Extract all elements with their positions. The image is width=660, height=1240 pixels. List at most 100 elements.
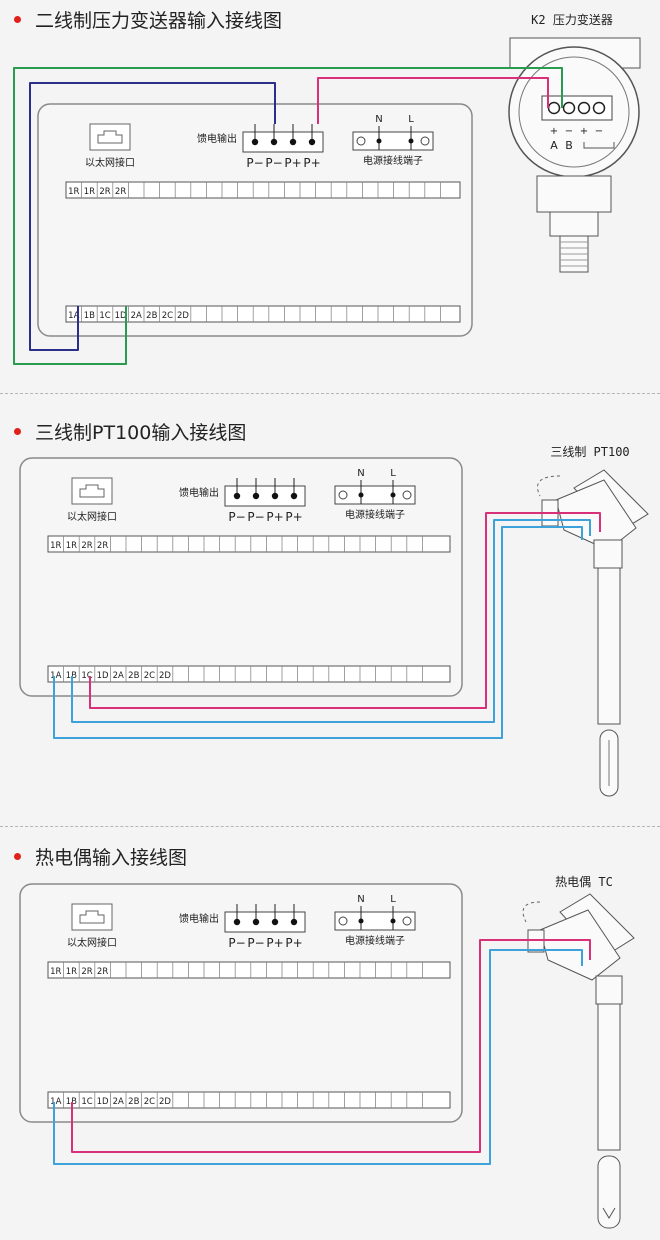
power-terminal-label: N [357, 468, 364, 479]
relay-terminal-strip [47, 961, 451, 979]
relay-terminal-label: 1R [66, 967, 77, 977]
sensor-head [539, 909, 621, 981]
panel-frame [37, 103, 473, 337]
section-divider [0, 393, 660, 394]
input-terminal-label: 2B [128, 1097, 139, 1107]
pt100-sensor: 三线制 PT100 [537, 445, 649, 797]
feed-terminal-label: P− [265, 156, 282, 170]
transmitter-polarity: − [595, 126, 603, 137]
mount-screw-icon [356, 136, 366, 146]
power-label: 电源接线端子 [363, 154, 423, 167]
feed-terminal-screw [252, 492, 260, 500]
junction-mark [602, 1207, 616, 1219]
ethernet-socket-icon [79, 484, 105, 498]
relay-terminal-label: 2R [81, 541, 92, 551]
mount-screw-icon [402, 490, 412, 500]
ethernet-socket-icon [79, 910, 105, 924]
feed-terminal-screw [289, 138, 297, 146]
feed-terminal-label: P− [247, 936, 264, 950]
relay-terminal-label: 1R [66, 541, 77, 551]
ethernet-port-icon [89, 123, 131, 151]
wire-blue [71, 519, 591, 723]
panel-frame [19, 883, 463, 1123]
wire-green [13, 67, 563, 365]
relay-terminal-strip [47, 535, 451, 553]
power-terminal-screw [408, 138, 414, 144]
wire-blue [53, 526, 583, 739]
input-terminal-label: 1A [50, 671, 61, 681]
power-terminal-label: L [408, 114, 414, 125]
relay-terminal-label: 2R [97, 967, 108, 977]
feed-output-label: 馈电输出 [179, 912, 219, 925]
feed-terminal-label: P− [246, 156, 263, 170]
feed-terminal-screw [270, 138, 278, 146]
wire-navy [29, 82, 276, 351]
transmitter-polarity: + [550, 126, 558, 137]
relay-terminal-label: 1R [50, 967, 61, 977]
sensor-label: K2 压力变送器 [531, 12, 613, 27]
feed-terminal-screw [271, 918, 279, 926]
power-terminal-screw [358, 918, 364, 924]
ethernet-port-icon [71, 477, 113, 505]
input-terminal-label: 1C [81, 671, 92, 681]
feed-terminal-label: P− [247, 510, 264, 524]
relay-terminal-label: 2R [97, 541, 108, 551]
section-title-text: 三线制PT100输入接线图 [35, 422, 247, 444]
ethernet-label: 以太网接口 [67, 936, 117, 949]
input-terminal-label: 2A [131, 311, 142, 321]
feed-terminal-screw [271, 492, 279, 500]
feed-terminal-label: P+ [285, 510, 302, 524]
feed-terminal-block [224, 485, 306, 507]
power-terminal-screw [390, 492, 396, 498]
panel-frame [19, 457, 463, 697]
transmitter-terminal-name: A [550, 139, 558, 152]
input-terminal-label: 1A [68, 311, 79, 321]
bullet-icon [14, 428, 21, 435]
power-terminal-label: L [390, 468, 396, 479]
section-title-pressure: 二线制压力变送器输入接线图 [14, 6, 282, 33]
sensor-neck [593, 539, 623, 569]
thermocouple-sensor: 热电偶 TC [522, 875, 635, 1229]
feed-terminal-screw [252, 918, 260, 926]
transmitter-terminal-name: B [565, 139, 573, 152]
transmitter-nut [549, 211, 599, 237]
sensor-label: 三线制 PT100 [550, 445, 629, 459]
transmitter-bracket [583, 142, 615, 149]
feed-terminal-label: P+ [284, 156, 301, 170]
power-terminal-screw [358, 492, 364, 498]
relay-terminal-strip [65, 181, 461, 199]
feed-terminal-label: P+ [266, 936, 283, 950]
bullet-icon [14, 853, 21, 860]
bullet-icon [14, 16, 21, 23]
input-terminal-label: 2A [113, 1097, 124, 1107]
input-terminal-strip [47, 665, 451, 683]
ethernet-label: 以太网接口 [67, 510, 117, 523]
input-terminal-label: 1B [84, 311, 95, 321]
mount-screw-icon [402, 916, 412, 926]
input-terminal-label: 1C [81, 1097, 92, 1107]
transmitter-neck [536, 175, 612, 213]
power-terminal-screw [390, 918, 396, 924]
relay-terminal-label: 1R [68, 187, 79, 197]
transmitter-screw [562, 101, 576, 115]
power-label: 电源接线端子 [345, 934, 405, 947]
input-terminal-label: 2D [159, 671, 171, 681]
transmitter-polarity: − [565, 126, 573, 137]
section-divider [0, 826, 660, 827]
transmitter-screw [577, 101, 591, 115]
feed-terminal-screw [308, 138, 316, 146]
input-terminal-label: 1D [115, 311, 127, 321]
input-terminal-label: 1A [50, 1097, 61, 1107]
chain-line [537, 475, 561, 497]
power-terminal-label: N [357, 894, 364, 905]
power-terminal-label: N [375, 114, 382, 125]
section-title-text: 二线制压力变送器输入接线图 [35, 10, 283, 32]
input-terminal-label: 2B [128, 671, 139, 681]
mount-screw-icon [338, 916, 348, 926]
sensor-head [555, 479, 637, 551]
input-terminal-label: 2A [113, 671, 124, 681]
chain-line [522, 901, 541, 923]
